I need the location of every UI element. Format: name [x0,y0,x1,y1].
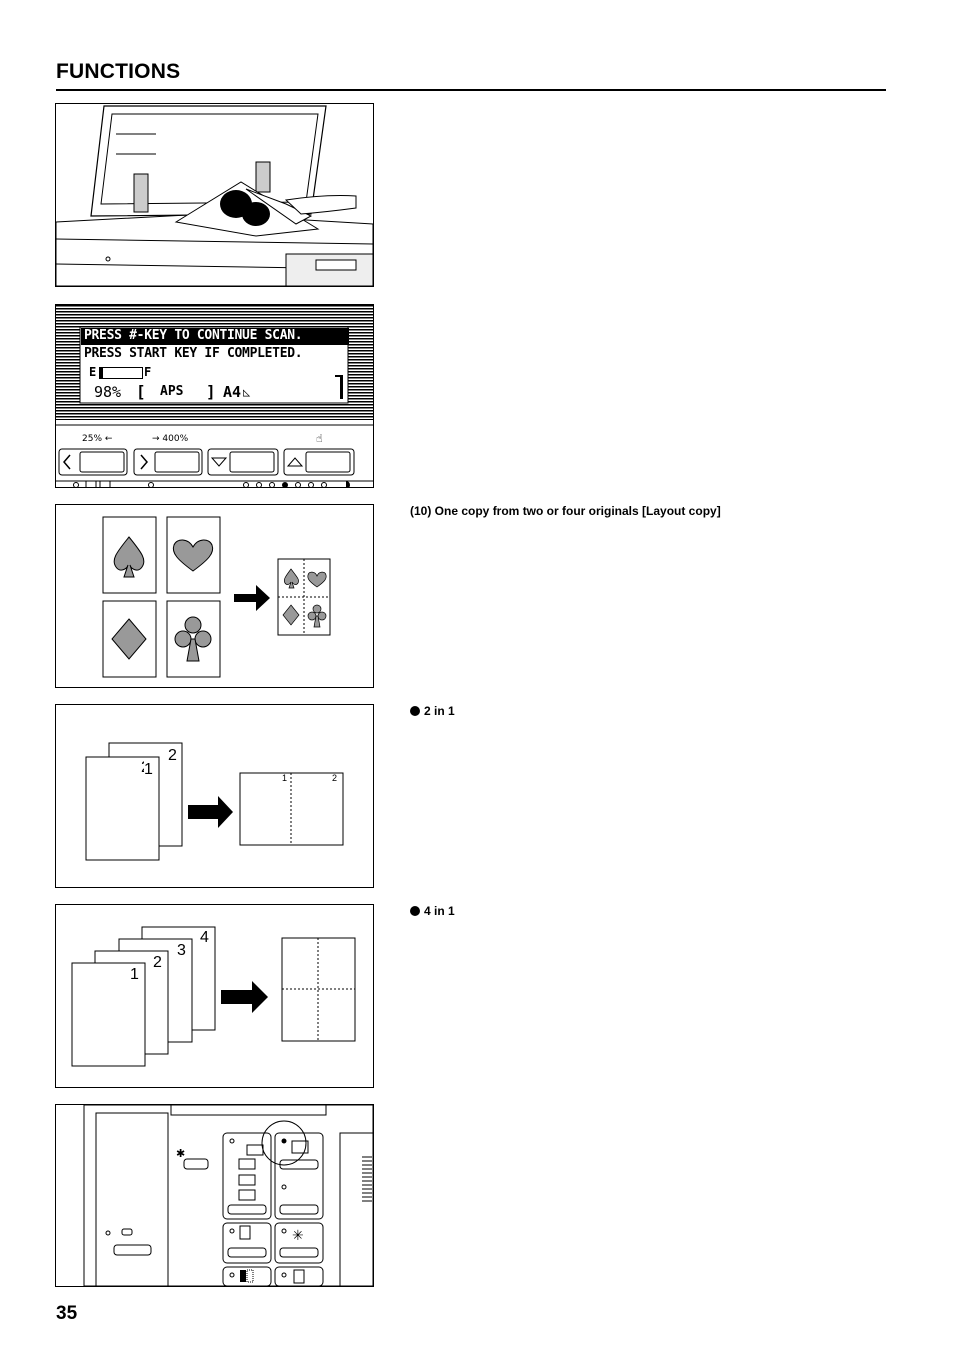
page-1-number: 1 [130,966,139,983]
key-left-label: 25% ← [82,434,113,444]
page-2-number: 2 [153,954,162,971]
paper-mode: APS [160,384,184,399]
copy-half-2-number: 2 [332,773,338,783]
svg-text:✱: ✱ [176,1147,185,1160]
platen-illustration [55,103,374,287]
toner-gauge-empty: E [89,365,97,379]
bullet-2in1: 2 in 1 [410,704,455,718]
key-right-label: → 400% [152,434,189,444]
bracket-close: ] [206,382,216,401]
four-in-one-illustration: 4 3 2 1 [55,904,374,1088]
lcd-panel-illustration: ☝ PRESS #-KEY TO CONTINUE SCAN. PRESS ST… [55,304,374,488]
bullet-2in1-label: 2 in 1 [424,704,455,718]
page-1-number: 1 [144,761,153,779]
bullet-icon [410,706,420,716]
copy-half-1-number: 1 [282,773,288,783]
operation-panel-illustration: ✱ ✳ [55,1104,374,1287]
page-number: 35 [56,1303,78,1324]
lcd-line-2: PRESS START KEY IF COMPLETED. [84,346,303,361]
page-title: FUNCTIONS [56,60,181,83]
bullet-icon [410,906,420,916]
bracket-open: [ [136,382,146,401]
svg-text:✳: ✳ [292,1228,304,1244]
paper-orientation-icon: ◺ [243,385,251,399]
page-4-number: 4 [200,929,209,946]
toner-gauge-full: F [144,365,152,379]
bullet-4in1-label: 4 in 1 [424,904,455,918]
lcd-bracket-right [340,375,343,399]
bullet-4in1: 4 in 1 [410,904,455,918]
lcd-bracket-top [335,375,341,377]
two-in-one-illustration: 2 2 1 1 2 [55,704,374,888]
toner-gauge-bar [99,367,143,379]
lcd-line-1: PRESS #-KEY TO CONTINUE SCAN. [84,328,303,343]
page-3-number: 3 [177,942,186,959]
svg-text:☝: ☝ [316,432,323,445]
paper-size: A4 [223,383,242,401]
header-rule [56,89,886,91]
page-2-number: 2 [168,747,177,764]
section-heading: (10) One copy from two or four originals… [410,504,721,518]
card-layout-illustration [55,504,374,688]
zoom-readout: 98% [94,383,122,401]
